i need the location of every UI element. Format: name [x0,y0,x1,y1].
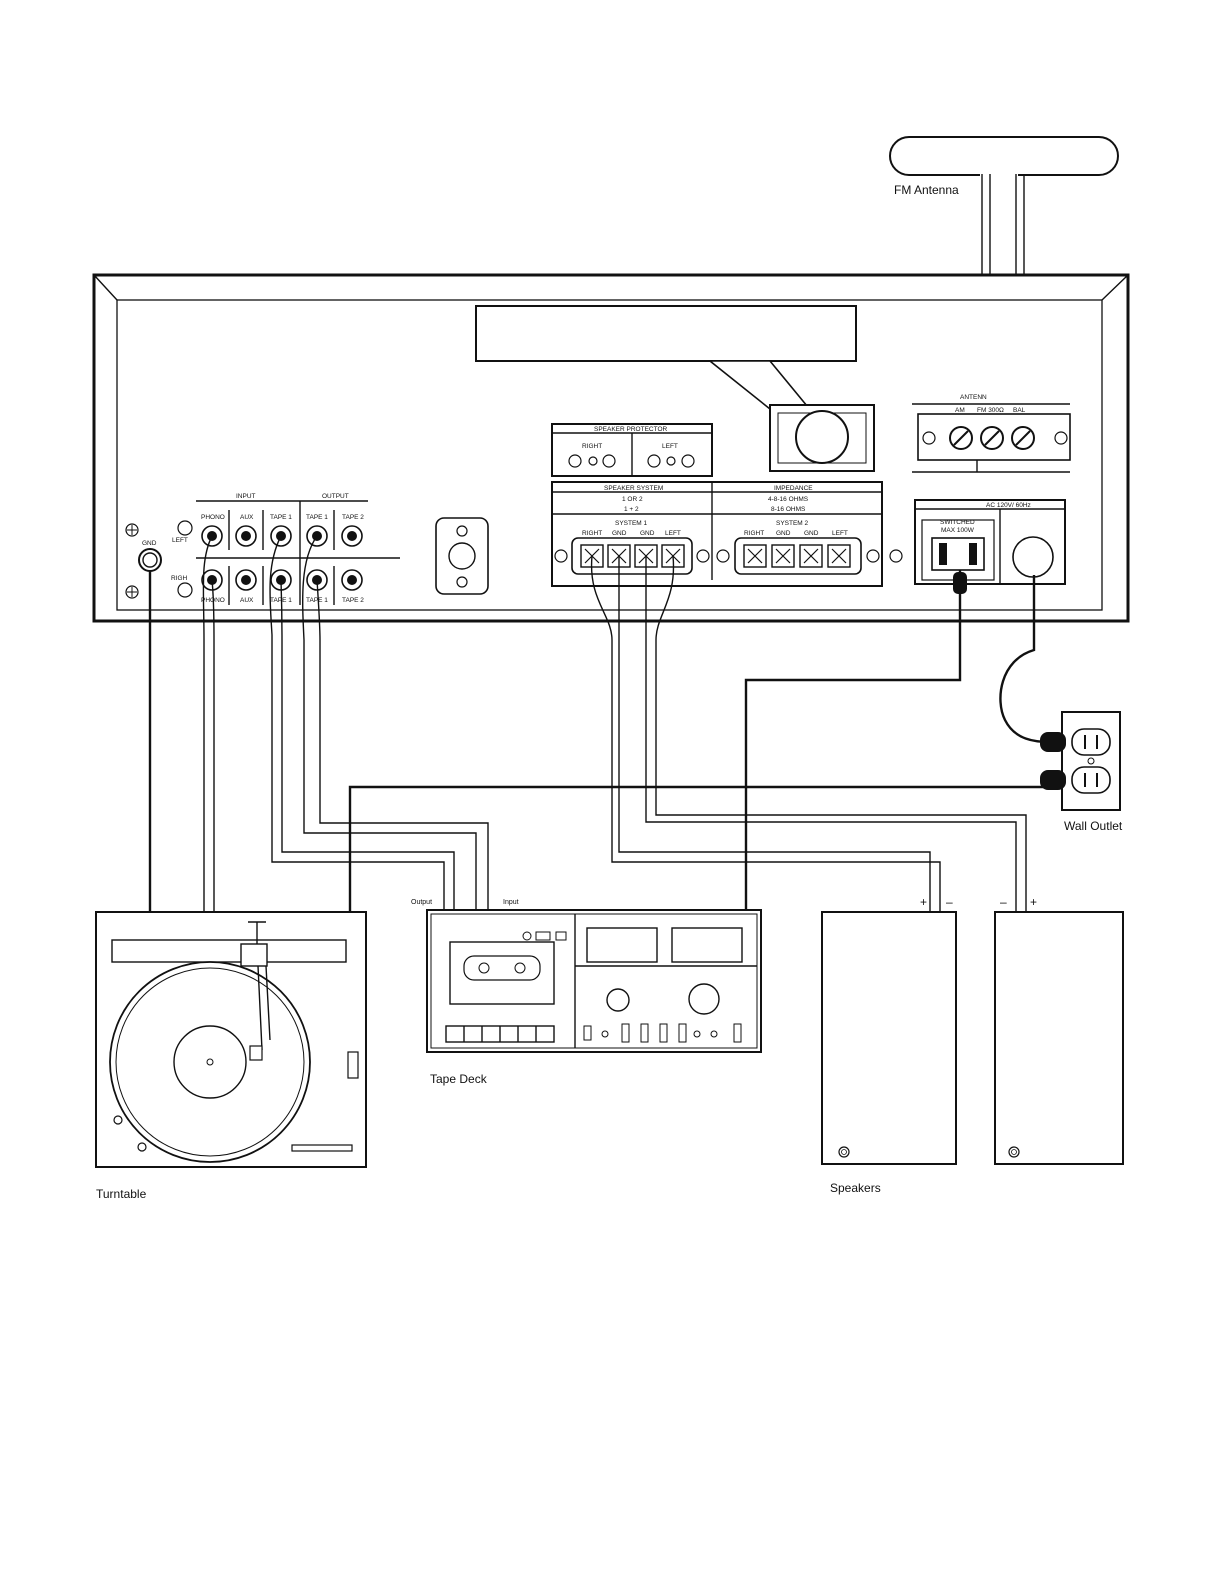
input-output-jacks [177,500,400,605]
s1-gnd2-label: GND [640,530,655,537]
speaker-left[interactable] [994,911,1124,1165]
polarity-minus-1: – [946,895,953,909]
right-channel-label: RIGH [171,575,188,582]
tape-deck[interactable] [426,909,762,1053]
gnd-terminal[interactable] [138,548,162,572]
sp-right-label: RIGHT [582,443,602,450]
tape-output-label: Output [411,899,432,906]
jack-label-tape1-in: TAPE 1 [270,514,292,521]
wall-outlet[interactable] [1040,711,1121,811]
plug-icon [953,572,967,594]
system2-label: SYSTEM 2 [776,520,809,527]
speaker-system-label: SPEAKER SYSTEM [604,485,663,492]
fm-antenna-label: FM Antenna [894,183,959,197]
jack-label-aux: AUX [240,514,254,521]
ss-mode2-label: 1 + 2 [624,506,639,513]
speaker-right[interactable] [821,911,957,1165]
antenna-screw-am[interactable] [949,426,973,450]
s2-gnd-label: GND [776,530,791,537]
turntable[interactable] [95,911,367,1168]
impedance-2-label: 8-16 OHMS [771,506,806,513]
input-header: INPUT [236,493,256,500]
wires [148,535,1051,912]
tape-input-label: Input [503,899,519,906]
polarity-minus-2: – [1000,895,1007,909]
speaker-protector-label: SPEAKER PROTECTOR [594,426,668,433]
left-channel-label: LEFT [172,537,188,544]
tape-deck-label: Tape Deck [430,1072,488,1086]
s1-left-label: LEFT [665,530,681,537]
speaker-system-panel [551,481,903,587]
jack-label-phono: PHONO [201,514,225,521]
ac-label: AC 120V/ 60Hz [986,502,1031,509]
ss-mode1-label: 1 OR 2 [622,496,643,503]
s2-left-label: LEFT [832,530,848,537]
speaker-protector [551,423,713,477]
switched-label: SWITCHED [940,519,975,526]
antenna-screw-fm[interactable] [980,426,1004,450]
jack-label-tape1-out: TAPE 1 [306,514,328,521]
sp-left-label: LEFT [662,443,678,450]
jack-label-aux-r: AUX [240,597,254,604]
jack-label-tape2-out-r: TAPE 2 [342,597,364,604]
am-label: AM [955,407,965,414]
s2-right-label: RIGHT [744,530,764,537]
accessory-socket [435,517,489,595]
impedance-1-label: 4-8-16 OHMS [768,496,809,503]
max-watt-label: MAX 100W [941,527,975,534]
speakers-label: Speakers [830,1181,881,1195]
gnd-label: GND [142,540,157,547]
output-header: OUTPUT [322,493,349,500]
jack-label-tape1-out-r: TAPE 1 [306,597,328,604]
screw-icon [125,523,139,599]
turntable-label: Turntable [96,1187,147,1201]
speaker-terminal-system2[interactable] [743,544,851,568]
bal-label: BAL [1013,407,1026,414]
wall-outlet-label: Wall Outlet [1064,819,1123,833]
fm-label: FM 300Ω [977,407,1004,414]
polarity-plus-1: + [920,895,927,909]
antenna-label: ANTENN [960,394,987,401]
impedance-label: IMPEDANCE [774,485,813,492]
antenna-screw-bal[interactable] [1011,426,1035,450]
system1-label: SYSTEM 1 [615,520,648,527]
s2-gnd2-label: GND [804,530,819,537]
switched-ac-outlet[interactable] [931,537,985,571]
s1-gnd-label: GND [612,530,627,537]
jack-label-tape2-out: TAPE 2 [342,514,364,521]
s1-right-label: RIGHT [582,530,602,537]
polarity-plus-2: + [1030,895,1037,909]
